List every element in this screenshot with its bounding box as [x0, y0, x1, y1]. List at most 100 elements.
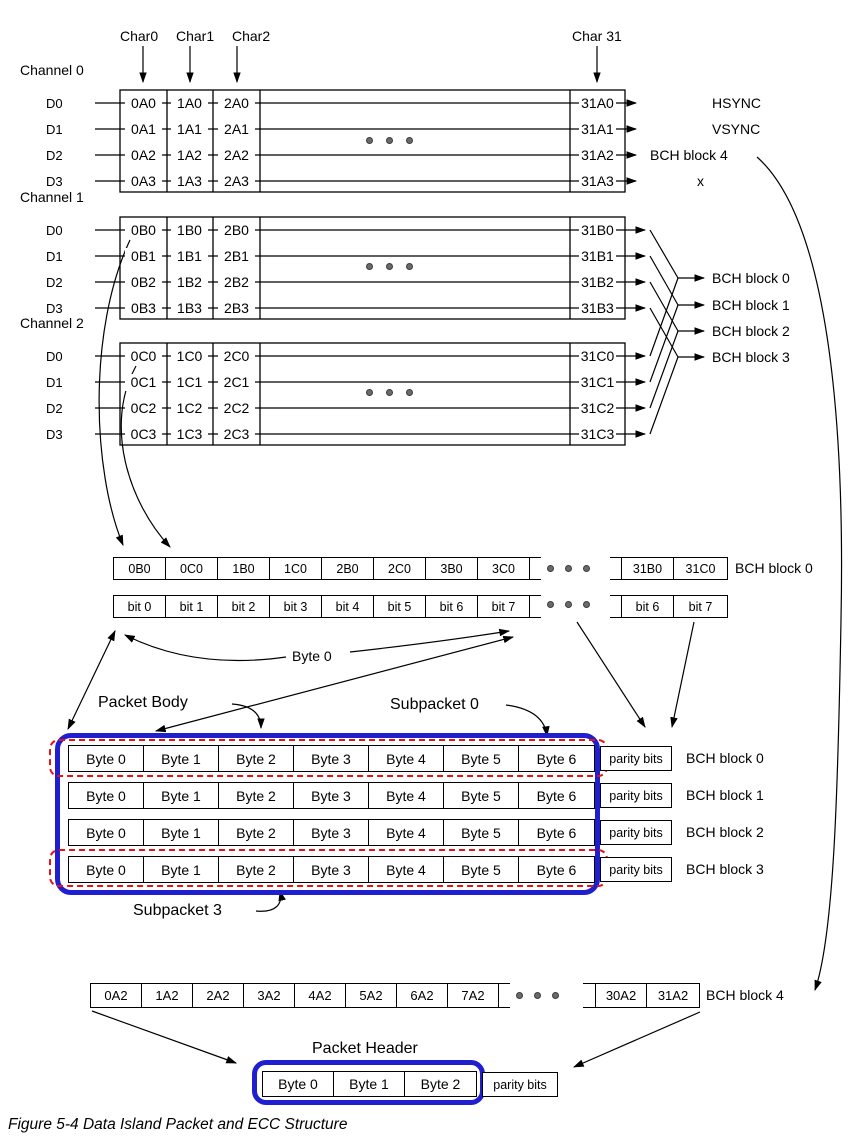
- bch-row-label: BCH block 0: [686, 750, 764, 766]
- byte-cell: Byte 2: [219, 746, 294, 771]
- subpacket-row: Byte 0 Byte 1 Byte 2 Byte 3 Byte 4 Byte …: [68, 745, 595, 772]
- bch0-row-label: BCH block 0: [735, 560, 813, 576]
- grid-cell: 0A1: [125, 121, 162, 138]
- bit-index-cell: bit 4: [322, 596, 374, 617]
- bit-source-cell: 2C0: [374, 558, 426, 579]
- d-line-label: D2: [46, 148, 63, 163]
- byte-cell: Byte 3: [294, 857, 369, 882]
- byte-cell: Byte 6: [536, 787, 577, 804]
- parity-bits-cell: parity bits: [600, 746, 672, 771]
- grid-cell: 2A3: [218, 173, 255, 190]
- parity-bits-cell: parity bits: [600, 783, 672, 808]
- char1-label: Char1: [176, 28, 215, 44]
- subpacket-row: Byte 0 Byte 1 Byte 2 Byte 3 Byte 4 Byte …: [68, 856, 595, 883]
- grid-cell: 0B3: [125, 300, 162, 317]
- grid-cell: 31A0: [579, 95, 616, 112]
- bit-index-cell: bit 0: [114, 596, 166, 617]
- grid-cell: 1C0: [171, 348, 208, 365]
- byte-cell: Byte 0: [69, 783, 144, 808]
- bit-source-cell: 7A2: [448, 984, 499, 1007]
- bch0-row-left: 0B0 0C0 1B0 1C0 2B0 2C0 3B0 3C0: [113, 557, 541, 580]
- grid-cell: 2B1: [218, 248, 255, 265]
- byte-cell: Byte 5: [444, 857, 519, 882]
- byte-cell: Byte 4: [369, 746, 444, 771]
- d-line-label: D2: [46, 275, 63, 290]
- bch-row-label: BCH block 2: [686, 824, 764, 840]
- bit-source-cell: 31A2: [657, 988, 689, 1003]
- subpacket-row: Byte 0 Byte 1 Byte 2 Byte 3 Byte 4 Byte …: [68, 819, 595, 846]
- d-line-label: D1: [46, 249, 63, 264]
- bit-source-cell: 3C0: [478, 558, 530, 579]
- grid-cell: 1B3: [171, 300, 208, 317]
- grid-cell: 0C3: [125, 426, 162, 443]
- grid-cell: 31C3: [579, 426, 616, 443]
- byte-cell: Byte 5: [444, 783, 519, 808]
- bit-row-right: bit 6 bit 7: [610, 595, 728, 618]
- bit-index-cell: bit 6: [426, 596, 478, 617]
- bit-source-cell: 4A2: [295, 984, 346, 1007]
- bch4-row-right: 30A2 31A2: [583, 983, 700, 1008]
- byte-cell: Byte 4: [369, 783, 444, 808]
- bit-source-cell: 1A2: [142, 984, 193, 1007]
- bit-row-left: bit 0 bit 1 bit 2 bit 3 bit 4 bit 5 bit …: [113, 595, 541, 618]
- bit-index-cell: bit 1: [166, 596, 218, 617]
- byte-cell: Byte 6: [536, 750, 577, 767]
- ellipsis-dots: [366, 389, 413, 396]
- d-line-label: D0: [46, 223, 63, 238]
- bit-index-cell: bit 3: [270, 596, 322, 617]
- grid-cell: 1C2: [171, 400, 208, 417]
- char2-label: Char2: [232, 28, 271, 44]
- byte-cell: Byte 5: [444, 820, 519, 845]
- byte-cell: Byte 6: [536, 861, 577, 878]
- grid-cell: 0B1: [125, 248, 162, 265]
- bit-source-cell: 3A2: [244, 984, 295, 1007]
- byte-cell: Byte 6: [536, 824, 577, 841]
- byte-cell: Byte 1: [144, 783, 219, 808]
- d-line-label: D3: [46, 174, 63, 189]
- byte-cell: Byte 3: [294, 820, 369, 845]
- d-line-label: D2: [46, 401, 63, 416]
- byte-cell: Byte 4: [369, 857, 444, 882]
- byte-cell: Byte 0: [69, 857, 144, 882]
- byte-cell: Byte 2: [420, 1076, 461, 1092]
- bch-block2-output-label: BCH block 2: [712, 323, 790, 339]
- parity-bits-cell: parity bits: [600, 857, 672, 882]
- byte-cell: Byte 3: [294, 746, 369, 771]
- bch-row-label: BCH block 1: [686, 787, 764, 803]
- char-arrows: [139, 46, 601, 84]
- grid-cell: 0C2: [125, 400, 162, 417]
- grid-cell: 31C2: [579, 400, 616, 417]
- grid-cell: 31B1: [579, 248, 616, 265]
- bit-index-cell: bit 2: [218, 596, 270, 617]
- grid-cell: 2A1: [218, 121, 255, 138]
- byte-cell: Byte 0: [263, 1072, 334, 1096]
- d-line-label: D3: [46, 427, 63, 442]
- char0-label: Char0: [120, 28, 159, 44]
- byte-cell: Byte 1: [144, 857, 219, 882]
- grid-cell: 1C3: [171, 426, 208, 443]
- packet-body-label: Packet Body: [98, 694, 188, 711]
- bit-source-cell: 2B0: [322, 558, 374, 579]
- grid-cell: 2B3: [218, 300, 255, 317]
- byte-cell: Byte 2: [219, 857, 294, 882]
- grid-cell: 31A3: [579, 173, 616, 190]
- grid-cell: 0A3: [125, 173, 162, 190]
- grid-cell: 1B0: [171, 222, 208, 239]
- d-line-label: D0: [46, 96, 63, 111]
- x-output-label: x: [697, 173, 704, 189]
- grid-cell: 31A1: [579, 121, 616, 138]
- grid-cell: 0C1: [125, 374, 162, 391]
- d-line-label: D0: [46, 349, 63, 364]
- bch0-row-right: 31B0 31C0: [610, 557, 728, 580]
- bit-source-cell: 5A2: [346, 984, 397, 1007]
- grid-cell: 31C1: [579, 374, 616, 391]
- grid-cell: 31B3: [579, 300, 616, 317]
- byte-cell: Byte 1: [334, 1072, 405, 1096]
- grid-cell: 1B1: [171, 248, 208, 265]
- bch-block4-output-label: BCH block 4: [650, 147, 728, 163]
- grid-cell: 0A0: [125, 95, 162, 112]
- bch-block1-output-label: BCH block 1: [712, 297, 790, 313]
- byte-cell: Byte 0: [69, 820, 144, 845]
- grid-cell: 31A2: [579, 147, 616, 164]
